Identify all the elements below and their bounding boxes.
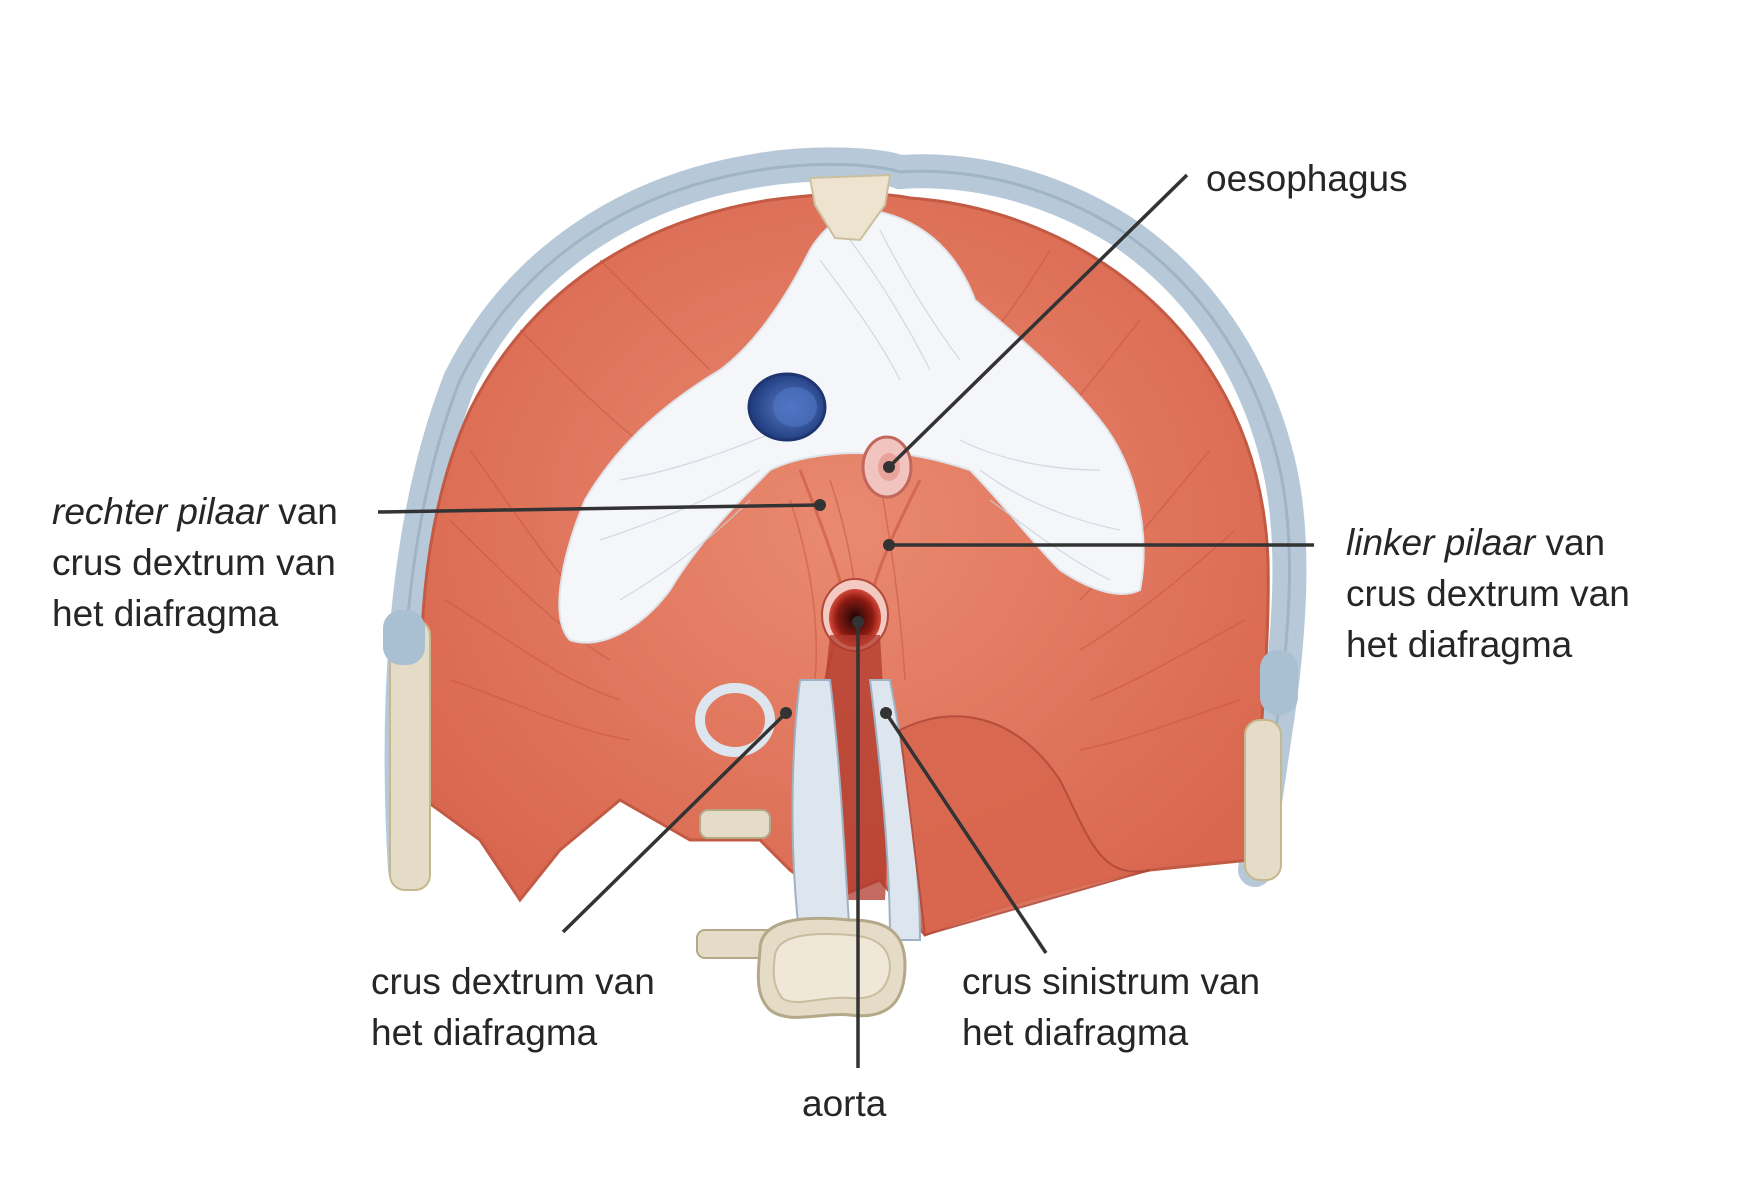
leader-dots	[780, 461, 895, 719]
xiphoid-process	[808, 173, 892, 242]
leader-crus-dextrum	[561, 711, 788, 934]
label-crus-sinistrum-line1: crus sinistrum van	[962, 961, 1261, 1002]
label-crus-sinistrum: crus sinistrum van het diafragma	[962, 956, 1260, 1058]
leader-lines	[377, 173, 1314, 1068]
label-aorta-text: aorta	[802, 1083, 887, 1124]
label-crus-dextrum-line2: het diafragma	[371, 1012, 598, 1053]
crus-tendons	[695, 679, 922, 941]
label-oesophagus: oesophagus	[1206, 153, 1408, 204]
label-crus-sinistrum-line2: het diafragma	[962, 1012, 1189, 1053]
label-left-pillar-line3: het diafragma	[1346, 624, 1573, 665]
vertebra	[696, 809, 907, 1019]
label-left-pillar-italic: linker pilaar	[1346, 522, 1536, 563]
costal-cartilage	[384, 147, 1307, 887]
label-left-pillar-line2: crus dextrum van	[1346, 573, 1630, 614]
label-left-pillar: linker pilaar van crus dextrum van het d…	[1346, 517, 1630, 670]
label-right-pillar-rest: van	[267, 491, 338, 532]
label-aorta: aorta	[802, 1078, 886, 1129]
label-oesophagus-text: oesophagus	[1206, 158, 1408, 199]
label-right-pillar-line3: het diafragma	[52, 593, 279, 634]
label-crus-dextrum: crus dextrum van het diafragma	[371, 956, 655, 1058]
label-right-pillar-italic: rechter pilaar	[52, 491, 268, 532]
label-right-pillar-line2: crus dextrum van	[52, 542, 336, 583]
label-right-pillar: rechter pilaar van crus dextrum van het …	[52, 486, 338, 639]
leader-right-pillar	[377, 503, 821, 514]
rib-ends	[383, 610, 1298, 891]
leader-crus-sinistrum	[884, 712, 1048, 954]
label-crus-dextrum-line1: crus dextrum van	[371, 961, 655, 1002]
leader-oesophagus	[887, 173, 1189, 469]
central-tendon	[558, 208, 1145, 644]
vena-cava-foramen	[747, 372, 827, 442]
psoas-muscle	[898, 715, 1151, 937]
label-left-pillar-rest: van	[1535, 522, 1606, 563]
